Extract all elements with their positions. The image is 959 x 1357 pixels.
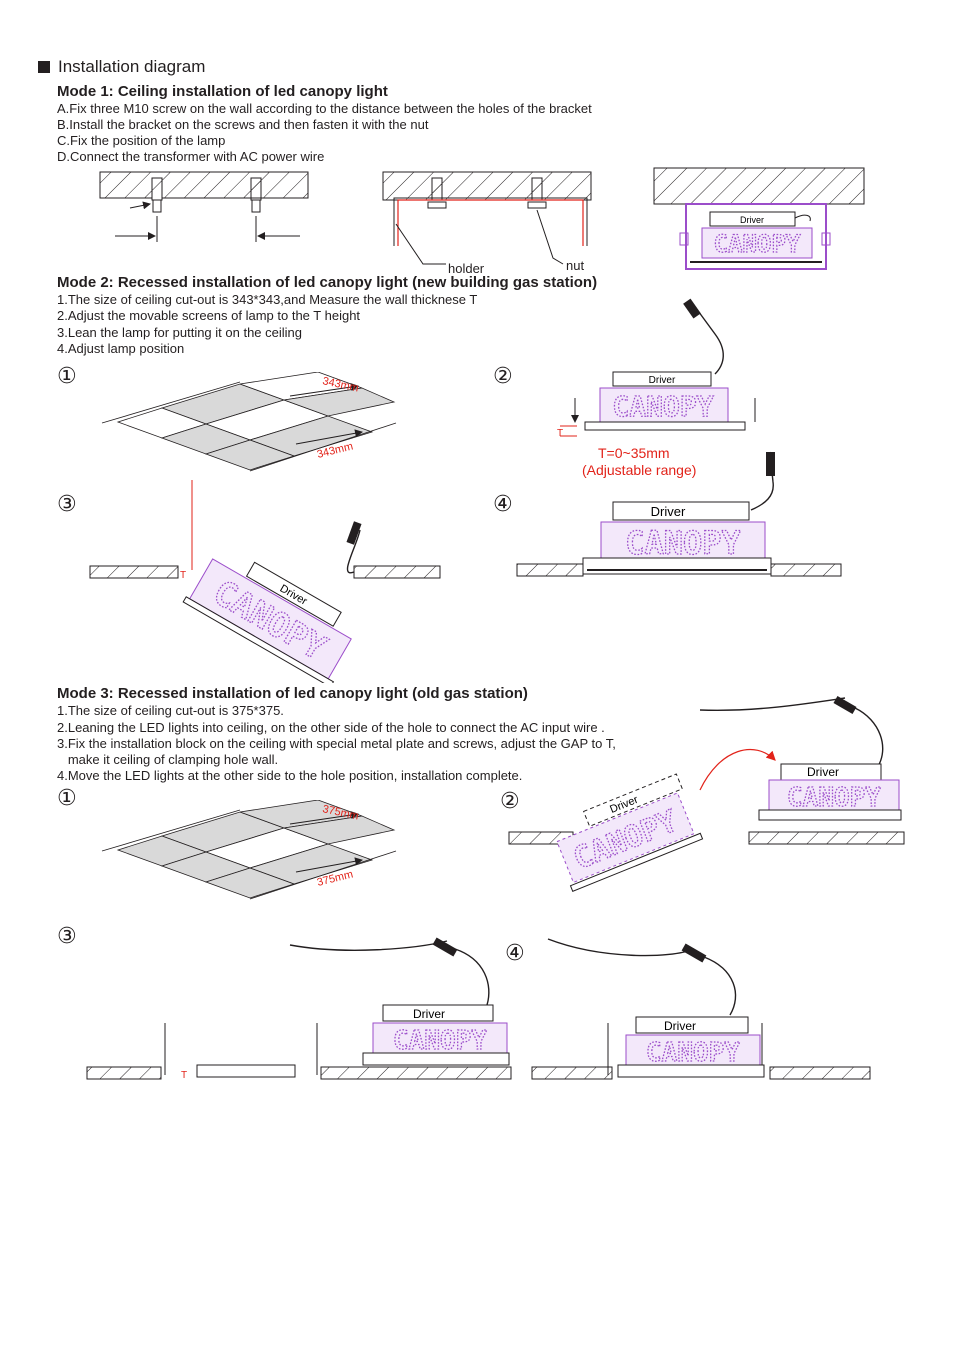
mode3-leaning-lamp: Driver CANOPY Driver CANOPY [508,696,905,892]
canopy-label-5: CANOPY [787,783,881,813]
title-text: Installation diagram [58,57,206,76]
mode3-step-3: 3.Fix the installation block on the ceil… [57,736,616,751]
driver-label-8: Driver [664,1019,696,1033]
mode2-marker-4: ④ [493,491,513,516]
mode1-step-d: D.Connect the transformer with AC power … [57,149,325,164]
mode2-step-3: 3.Lean the lamp for putting it on the ce… [57,325,302,340]
mode2-ceiling-grid: 343mm 343mm [101,372,397,472]
nut-label: nut [566,258,585,273]
canopy-label-2: CANOPY [612,390,713,423]
mode2-marker-1: ① [57,363,77,388]
square-bullet-icon [38,61,50,73]
holder-label: holder [448,261,485,276]
mode3-marker-4: ④ [505,940,525,965]
mode1-bracket-diagram [382,171,592,265]
driver-label-2: Driver [649,375,676,386]
mode3-heading: Mode 3: Recessed installation of led can… [57,685,528,702]
driver-label-5: Driver [807,765,839,779]
mode2-installed-lamp: Driver CANOPY [516,451,842,577]
mode3-step-3b: make it ceiling of clamping hole wall. [57,752,279,767]
mode3-step-1: 1.The size of ceiling cut-out is 375*375… [57,703,284,718]
mode1-step-b: B.Install the bracket on the screws and … [57,117,429,132]
driver-label-7: Driver [413,1007,445,1021]
canopy-label-4: CANOPY [625,524,741,562]
mode2-t-label-3: T [180,570,186,581]
mode3-step-4: 4.Move the LED lights at the other side … [57,768,523,783]
mode2-step-4: 4.Adjust lamp position [57,341,185,356]
mode1-mounted-lamp: Driver CANOPY [653,167,865,270]
mode2-step-1: 1.The size of ceiling cut-out is 343*343… [57,292,478,307]
mode3-clamping: Driver CANOPY T [86,937,512,1081]
mode1-step-a: A.Fix three M10 screw on the wall accord… [57,101,592,116]
canopy-label: CANOPY [714,230,801,258]
mode2-marker-2: ② [493,363,513,388]
mode3-ceiling-grid: 375mm 375mm [101,800,397,900]
range-note: (Adjustable range) [582,462,697,478]
mode2-t-label: T [557,428,563,439]
canopy-label-7: CANOPY [393,1026,487,1056]
mode3-marker-2: ② [500,788,520,813]
mode2-step-2: 2.Adjust the movable screens of lamp to … [57,308,361,323]
mode3-step-2: 2.Leaning the LED lights into ceiling, o… [57,720,605,735]
range-value: T=0~35mm [598,445,670,461]
mode2-heading: Mode 2: Recessed installation of led can… [57,274,598,291]
mode2-tilted-lamp: T Driver CANOPY [89,480,441,683]
mode3-marker-3: ③ [57,923,77,948]
mode1-step-c: C.Fix the position of the lamp [57,133,226,148]
canopy-label-8: CANOPY [646,1038,740,1068]
driver-label: Driver [740,215,764,225]
mode2-adjust-lamp: Driver CANOPY T [557,298,756,439]
mode3-t-label: T [181,1070,187,1081]
mode2-marker-3: ③ [57,491,77,516]
mode1-screw-diagram [99,171,309,242]
driver-label-4: Driver [651,504,686,519]
mode1-heading: Mode 1: Ceiling installation of led cano… [57,83,388,100]
page-title: Installation diagram [38,57,205,77]
mode3-marker-1: ① [57,785,77,810]
mode3-installed: Driver CANOPY [531,938,871,1080]
